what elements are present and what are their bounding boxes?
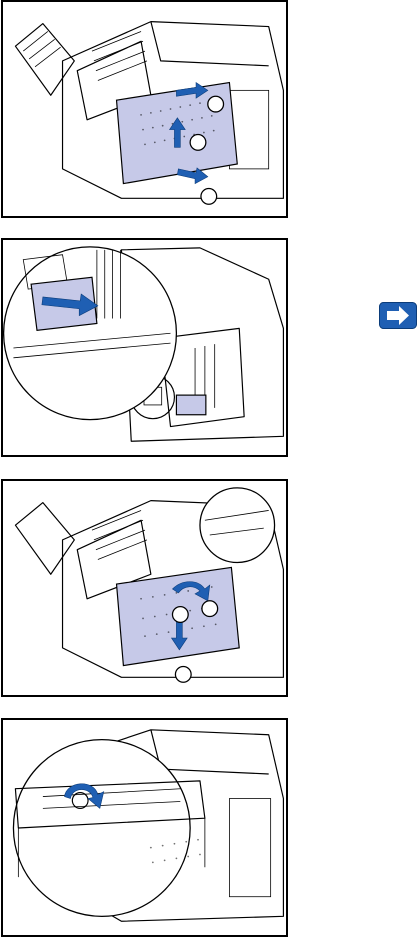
printer-rear-illustration bbox=[3, 720, 286, 935]
callout-marker bbox=[201, 189, 217, 205]
installed-card bbox=[176, 395, 205, 415]
figure-replace-cover-plate bbox=[1, 479, 288, 697]
callout-marker bbox=[190, 135, 206, 151]
callout-marker bbox=[175, 667, 191, 683]
printer-rear-illustration bbox=[3, 481, 286, 695]
callout-marker bbox=[172, 607, 188, 623]
callout-marker bbox=[202, 601, 218, 617]
figure-install-memory-card bbox=[1, 238, 288, 457]
magnified-view bbox=[13, 740, 190, 917]
next-page-arrow-icon[interactable] bbox=[379, 302, 417, 329]
magnified-view bbox=[200, 488, 275, 563]
figure-tighten-screw bbox=[1, 718, 288, 937]
printer-rear-illustration bbox=[3, 2, 286, 216]
figure-remove-cover-plate bbox=[1, 0, 288, 218]
magnified-view bbox=[4, 247, 177, 420]
card-slot-illustration bbox=[3, 240, 286, 455]
callout-marker bbox=[208, 96, 224, 112]
